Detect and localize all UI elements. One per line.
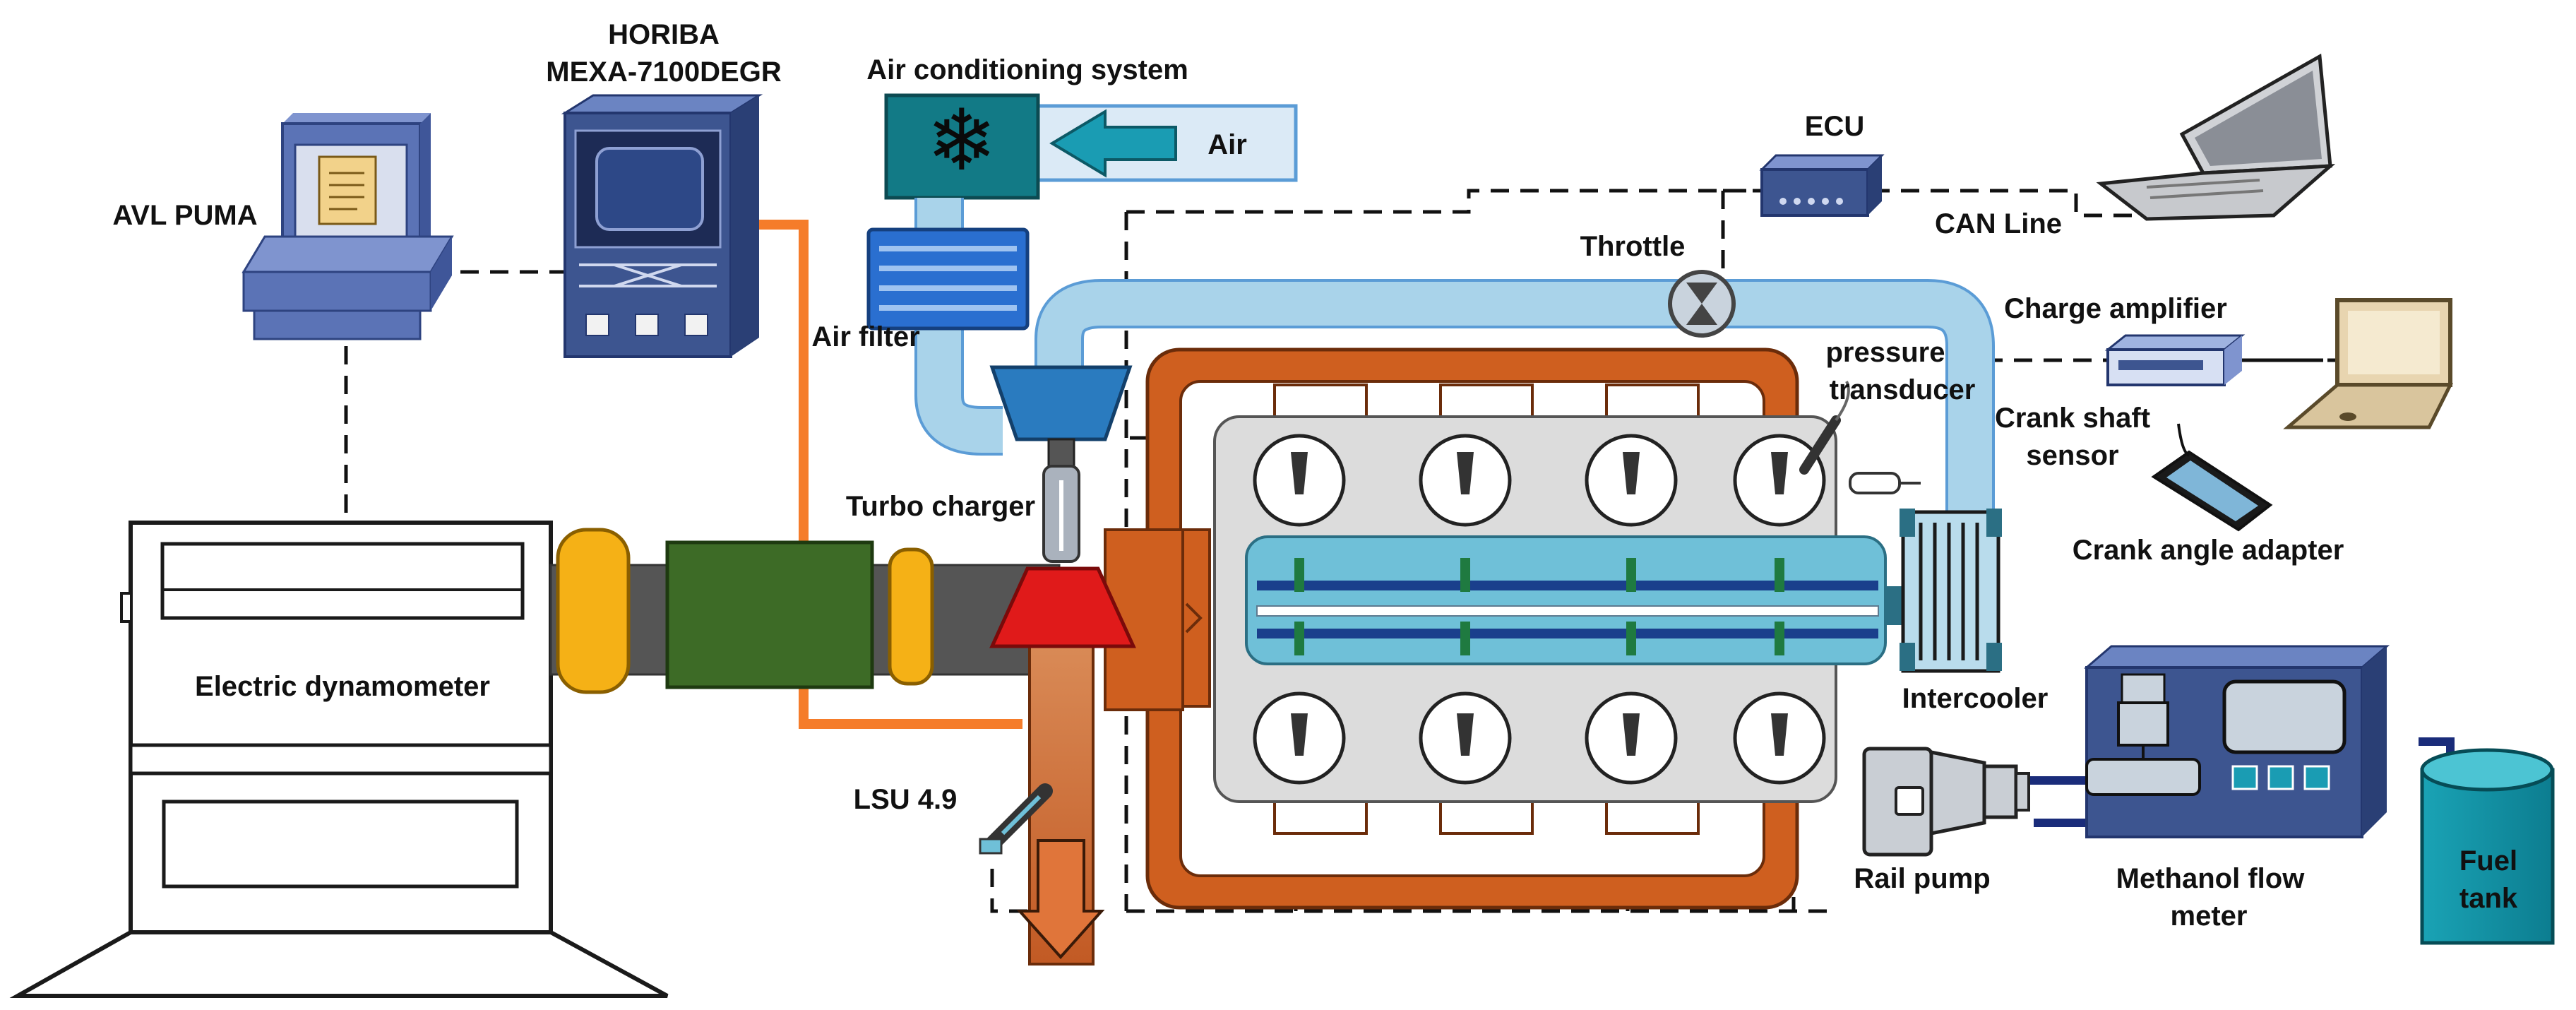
lsu-label: LSU 4.9 — [854, 784, 958, 815]
lsu-sensor — [979, 783, 1053, 855]
transducer-label: transducer — [1830, 374, 1976, 405]
cylinder-top-4 — [1733, 434, 1826, 592]
engine-frame-line — [1124, 189, 1765, 911]
avl-puma-computer — [242, 113, 454, 340]
crank-shaft-label: Crank shaft — [1995, 403, 2150, 434]
horiba-label: HORIBA — [608, 19, 720, 50]
laptop-amplifier — [2283, 298, 2454, 429]
intercooler — [1885, 509, 2002, 673]
turbine — [989, 566, 1136, 648]
cylinder-top-3 — [1585, 434, 1678, 592]
ecu-unit — [1759, 154, 1885, 217]
cylinder-top-2 — [1419, 434, 1512, 592]
air-filter — [866, 227, 1030, 331]
horiba-model-label: MEXA-7100DEGR — [546, 57, 782, 88]
rail-pump — [1862, 747, 2030, 857]
air-conditioning-label: Air conditioning system — [866, 54, 1188, 85]
turbo-charger-label: Turbo charger — [846, 491, 1035, 522]
sensor-label: sensor — [2026, 440, 2118, 471]
air-conditioning-system: ❄ — [884, 92, 1298, 200]
labels: HORIBA MEXA-7100DEGR Air conditioning sy… — [112, 19, 2517, 932]
methanol-flow-meter — [2083, 645, 2390, 838]
crank-shaft-sensor — [1849, 472, 1921, 494]
intercooler-label: Intercooler — [1902, 683, 2049, 714]
cylinder-bottom-3 — [1585, 622, 1678, 785]
laptop-can — [2096, 53, 2336, 221]
fuel-label: Fuel — [2459, 845, 2517, 877]
air-filter-label: Air filter — [811, 321, 919, 352]
cylinder-top-1 — [1253, 434, 1346, 592]
snowflake-icon: ❄ — [926, 92, 998, 190]
horiba-analyzer — [561, 94, 763, 358]
electric-dynamometer — [9, 521, 669, 998]
throttle-label: Throttle — [1580, 231, 1686, 262]
pressure-transducer — [1799, 381, 1850, 475]
intake-piping — [914, 198, 1995, 523]
tank-label: tank — [2459, 883, 2518, 914]
rail-pump-label: Rail pump — [1854, 863, 1990, 894]
document-icon — [318, 155, 377, 225]
avl-puma-label: AVL PUMA — [112, 200, 257, 231]
charge-amplifier-label: Charge amplifier — [2004, 293, 2227, 324]
meter-label: meter — [2171, 901, 2248, 932]
charge-amplifier-unit — [2104, 334, 2246, 386]
cylinders — [1253, 434, 1826, 785]
crank-angle-adapter-device — [2151, 423, 2273, 532]
ecu-label: ECU — [1805, 111, 1864, 142]
air-label: Air — [1208, 129, 1247, 160]
exhaust-sample-line — [759, 220, 1022, 729]
throttle-valve — [1668, 270, 1736, 338]
exhaust-outlet-arrow-icon — [1016, 839, 1105, 960]
compressor — [989, 365, 1133, 441]
cylinder-bottom-2 — [1419, 622, 1512, 785]
methanol-flow-label: Methanol flow — [2116, 863, 2306, 894]
fuel-tank — [2420, 748, 2555, 945]
crank-angle-adapter-label: Crank angle adapter — [2073, 535, 2344, 566]
electric-dynamometer-label: Electric dynamometer — [195, 671, 490, 702]
cylinder-bottom-1 — [1253, 622, 1346, 785]
drive-shaft — [549, 528, 1167, 694]
cylinder-bottom-4 — [1733, 622, 1826, 785]
air-arrow-icon — [1049, 109, 1177, 178]
can-line-label: CAN Line — [1935, 208, 2062, 239]
pressure-label: pressure — [1826, 337, 1945, 368]
